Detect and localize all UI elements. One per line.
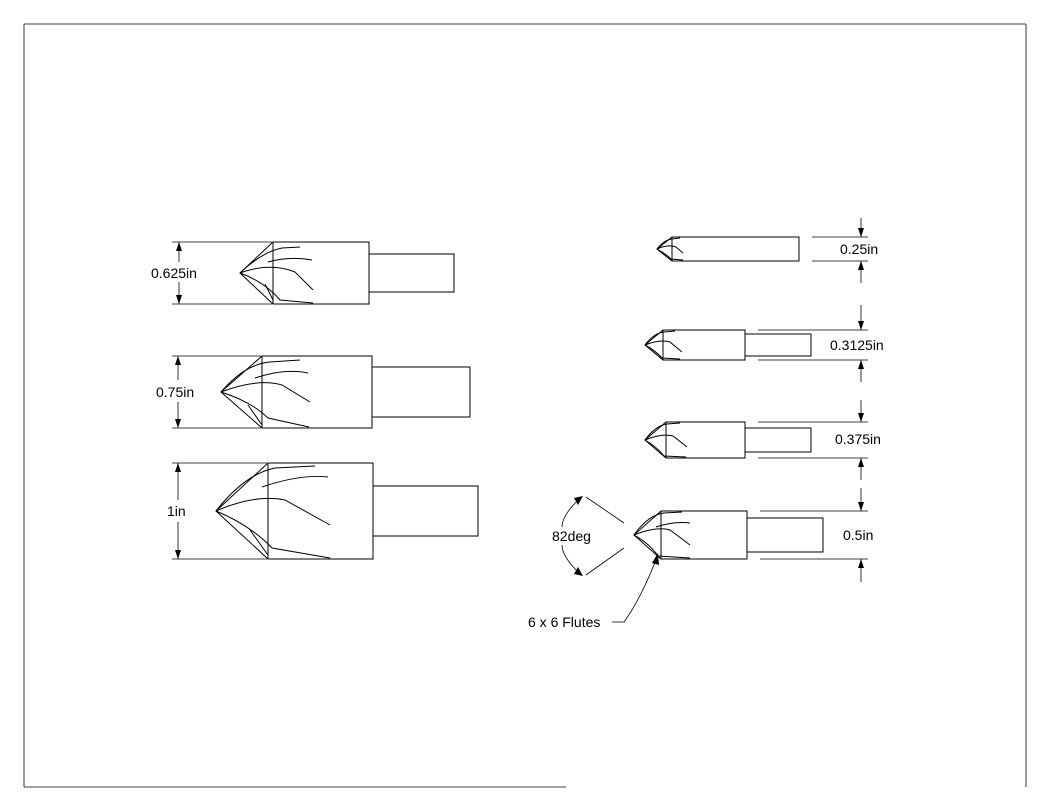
- flutes-leader: [612, 553, 659, 623]
- countersink-bit-0375: [644, 421, 812, 459]
- drawing-border: [23, 23, 1027, 788]
- dimension-075: [172, 355, 261, 429]
- label-size-1: 1in: [167, 503, 186, 519]
- dimension-0625: [172, 241, 272, 305]
- angle-dimension: [561, 496, 625, 576]
- countersink-bit-03125: [644, 329, 812, 361]
- label-size-0375: 0.375in: [835, 431, 881, 447]
- countersink-bit-05: [633, 510, 824, 560]
- countersink-bit-1: [215, 462, 479, 560]
- countersink-bit-0625: [239, 241, 455, 305]
- label-size-03125: 0.3125in: [830, 337, 884, 353]
- label-flutes: 6 x 6 Flutes: [528, 614, 600, 630]
- dimension-025: [812, 218, 868, 283]
- label-size-025: 0.25in: [840, 241, 878, 257]
- label-angle: 82deg: [552, 528, 591, 544]
- dimension-03125: [758, 305, 868, 382]
- dimension-0375: [758, 400, 868, 480]
- countersink-bit-025: [656, 236, 800, 262]
- dimension-1: [172, 462, 267, 560]
- label-size-0625: 0.625in: [151, 265, 197, 281]
- label-size-05: 0.5in: [843, 527, 873, 543]
- label-size-075: 0.75in: [156, 384, 194, 400]
- countersink-bit-075: [220, 355, 471, 429]
- dimension-05: [760, 488, 868, 582]
